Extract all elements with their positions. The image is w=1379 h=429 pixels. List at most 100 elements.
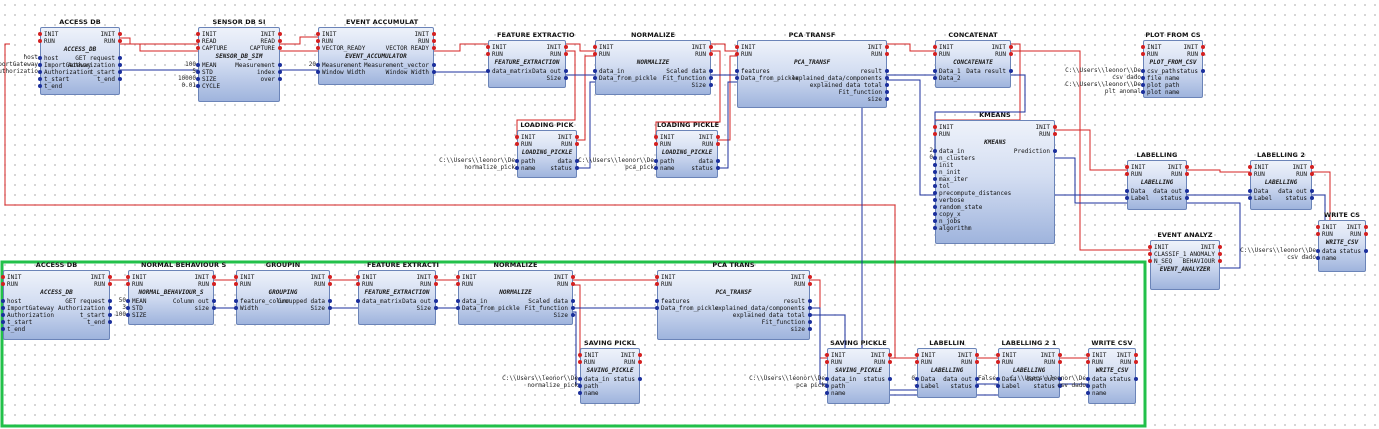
- data-input-pin[interactable]: [933, 184, 937, 188]
- constant-value[interactable]: 20: [308, 61, 316, 68]
- event-output-pin[interactable]: [885, 45, 889, 49]
- data-output-pin[interactable]: [1134, 377, 1138, 381]
- data-input-pin[interactable]: [38, 77, 42, 81]
- event-input-pin[interactable]: [1316, 225, 1320, 229]
- event-input-pin[interactable]: [456, 282, 460, 286]
- data-input-pin[interactable]: [654, 159, 658, 163]
- data-output-pin[interactable]: [885, 76, 889, 80]
- data-output-pin[interactable]: [716, 159, 720, 163]
- data-input-pin[interactable]: [234, 306, 238, 310]
- event-output-pin[interactable]: [1185, 165, 1189, 169]
- event-output-pin[interactable]: [575, 135, 579, 139]
- constant-value[interactable]: 0.01: [181, 82, 196, 89]
- constant-value[interactable]: csv dado: [1112, 74, 1141, 81]
- event-connection[interactable]: [1055, 129, 1127, 171]
- data-output-pin[interactable]: [709, 69, 713, 73]
- data-input-pin[interactable]: [456, 299, 460, 303]
- data-output-pin[interactable]: [975, 384, 979, 388]
- event-input-pin[interactable]: [196, 39, 200, 43]
- event-connection[interactable]: [280, 36, 318, 45]
- data-output-pin[interactable]: [212, 306, 216, 310]
- data-input-pin[interactable]: [933, 156, 937, 160]
- data-input-pin[interactable]: [196, 77, 200, 81]
- event-output-pin[interactable]: [808, 282, 812, 286]
- event-output-pin[interactable]: [1009, 45, 1013, 49]
- event-input-pin[interactable]: [655, 275, 659, 279]
- data-input-pin[interactable]: [933, 191, 937, 195]
- data-input-pin[interactable]: [1141, 83, 1145, 87]
- event-output-pin[interactable]: [118, 32, 122, 36]
- data-input-pin[interactable]: [1125, 189, 1129, 193]
- data-connection[interactable]: [577, 81, 595, 169]
- data-output-pin[interactable]: [1310, 196, 1314, 200]
- event-input-pin[interactable]: [996, 360, 1000, 364]
- event-input-pin[interactable]: [578, 360, 582, 364]
- event-output-pin[interactable]: [575, 142, 579, 146]
- data-output-pin[interactable]: [432, 63, 436, 67]
- constant-value[interactable]: Authorizatio: [0, 68, 38, 75]
- data-input-pin[interactable]: [933, 76, 937, 80]
- data-connection[interactable]: [1187, 202, 1241, 269]
- event-input-pin[interactable]: [1086, 353, 1090, 357]
- data-output-pin[interactable]: [278, 63, 282, 67]
- event-input-pin[interactable]: [593, 45, 597, 49]
- data-input-pin[interactable]: [593, 76, 597, 80]
- event-output-pin[interactable]: [1185, 172, 1189, 176]
- event-input-pin[interactable]: [486, 45, 490, 49]
- event-output-pin[interactable]: [1201, 45, 1205, 49]
- event-input-pin[interactable]: [996, 353, 1000, 357]
- event-output-pin[interactable]: [212, 275, 216, 279]
- data-output-pin[interactable]: [118, 63, 122, 67]
- data-input-pin[interactable]: [655, 299, 659, 303]
- constant-value[interactable]: csv dado: [1287, 254, 1316, 261]
- event-connection[interactable]: [810, 279, 827, 359]
- data-input-pin[interactable]: [316, 63, 320, 67]
- data-output-pin[interactable]: [638, 377, 642, 381]
- data-input-pin[interactable]: [915, 384, 919, 388]
- data-output-pin[interactable]: [885, 97, 889, 101]
- data-input-pin[interactable]: [126, 306, 130, 310]
- data-output-pin[interactable]: [885, 83, 889, 87]
- data-input-pin[interactable]: [316, 70, 320, 74]
- constant-value[interactable]: normalize_pick: [527, 382, 578, 389]
- constant-value[interactable]: C:\\Users\\leonor\\De: [1065, 81, 1141, 88]
- event-input-pin[interactable]: [735, 45, 739, 49]
- data-input-pin[interactable]: [915, 377, 919, 381]
- data-output-pin[interactable]: [434, 299, 438, 303]
- data-input-pin[interactable]: [234, 299, 238, 303]
- event-input-pin[interactable]: [1248, 172, 1252, 176]
- data-input-pin[interactable]: [456, 306, 460, 310]
- data-input-pin[interactable]: [1, 327, 5, 331]
- data-output-pin[interactable]: [564, 76, 568, 80]
- data-input-pin[interactable]: [655, 306, 659, 310]
- data-input-pin[interactable]: [1, 320, 5, 324]
- data-input-pin[interactable]: [933, 149, 937, 153]
- data-input-pin[interactable]: [1248, 196, 1252, 200]
- constant-value[interactable]: 2: [929, 147, 933, 154]
- event-input-pin[interactable]: [1148, 259, 1152, 263]
- event-input-pin[interactable]: [196, 32, 200, 36]
- data-output-pin[interactable]: [1053, 149, 1057, 153]
- data-input-pin[interactable]: [996, 384, 1000, 388]
- event-output-pin[interactable]: [212, 282, 216, 286]
- event-connection[interactable]: [434, 43, 488, 52]
- data-output-pin[interactable]: [808, 299, 812, 303]
- event-output-pin[interactable]: [808, 275, 812, 279]
- constant-value[interactable]: C:\\Users\\leonor\\De: [578, 157, 654, 164]
- data-output-pin[interactable]: [1310, 189, 1314, 193]
- event-input-pin[interactable]: [825, 353, 829, 357]
- event-output-pin[interactable]: [1053, 132, 1057, 136]
- data-input-pin[interactable]: [654, 166, 658, 170]
- constant-value[interactable]: 5: [192, 68, 196, 75]
- data-output-pin[interactable]: [808, 327, 812, 331]
- data-output-pin[interactable]: [108, 306, 112, 310]
